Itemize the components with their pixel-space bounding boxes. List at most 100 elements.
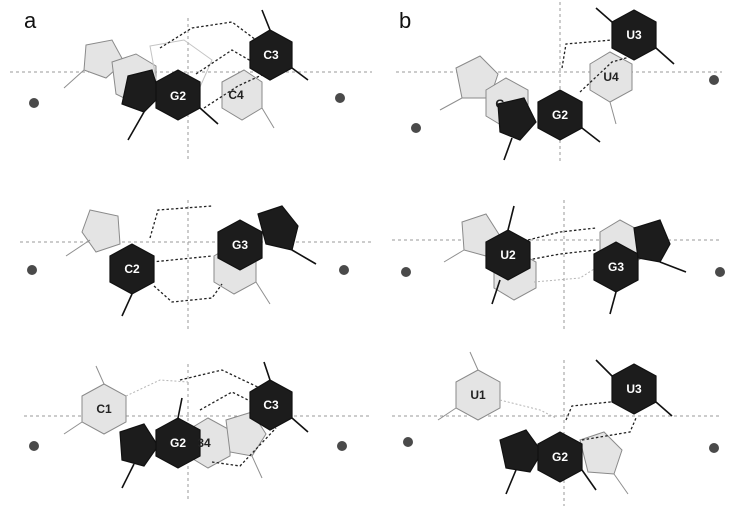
bond-stub <box>655 47 675 65</box>
bond-stub <box>581 469 597 491</box>
bond-stub <box>609 291 617 315</box>
bond-stub <box>291 67 309 81</box>
bond-stub <box>595 7 613 23</box>
base-label-c3: C3 <box>263 48 279 62</box>
sugar-ring-dark <box>121 69 161 113</box>
base-label-g2: G2 <box>170 436 186 450</box>
bond-stub <box>255 281 271 305</box>
base-label-c2: C2 <box>124 262 140 276</box>
base-label-c3: C3 <box>263 398 279 412</box>
hydrogen-bond <box>195 49 257 75</box>
ion-left <box>411 123 421 133</box>
bond-stub <box>63 69 85 89</box>
bond-stub <box>127 111 145 141</box>
base-ring-u4 <box>589 51 633 103</box>
bond-stub <box>263 361 271 381</box>
ion-left <box>403 437 413 447</box>
ion-left <box>401 267 411 277</box>
base-label-g2: G2 <box>552 108 568 122</box>
bond-stub <box>655 401 673 417</box>
panel-a-row1: C4 G2 C3 <box>10 9 372 160</box>
base-label-c1: C1 <box>96 402 112 416</box>
ion-right <box>337 441 347 451</box>
bond-stub <box>443 249 465 263</box>
bond-stub <box>121 293 133 317</box>
base-label-u4: U4 <box>603 70 619 84</box>
bond-stub <box>659 261 687 273</box>
base-label-u2: U2 <box>500 248 516 262</box>
base-ring-c2 <box>109 243 155 295</box>
base-label-g3: G3 <box>232 238 248 252</box>
bond-stub <box>95 365 105 385</box>
bond-stub <box>291 249 317 265</box>
base-label-c4: C4 <box>228 88 244 102</box>
hydrogen-bond <box>561 39 613 69</box>
bond-stub <box>437 407 457 421</box>
bond-stub <box>609 101 617 125</box>
hydrogen-bond <box>211 427 277 467</box>
base-label-g2: G2 <box>552 450 568 464</box>
sugar-ring-dark <box>257 205 299 251</box>
hydrogen-bond <box>151 255 213 263</box>
ion-right <box>339 265 349 275</box>
hydrogen-bond <box>149 205 213 239</box>
base-label-u3: U3 <box>626 28 642 42</box>
bond-stub <box>65 239 91 257</box>
bond-stub <box>261 107 275 129</box>
hydrogen-bond <box>153 283 223 303</box>
ion-right <box>715 267 725 277</box>
bond-stub <box>581 127 601 143</box>
panel-a-label: a <box>24 8 37 33</box>
bond-stub <box>63 421 83 435</box>
hydrogen-bond <box>499 399 557 419</box>
hydrogen-bond <box>159 21 265 49</box>
panel-a-row2: C2 G3 <box>20 200 372 330</box>
base-label-g4-partial: 34 <box>197 436 211 450</box>
base-label-u1: U1 <box>470 388 486 402</box>
bond-stub <box>469 351 479 371</box>
bond-stub <box>261 9 271 31</box>
bond-stub <box>505 469 517 495</box>
hydrogen-bond <box>527 249 597 261</box>
hydrogen-bond <box>581 417 637 441</box>
panel-b-row1: G U4 G2 U3 <box>396 2 722 164</box>
bond-stub <box>595 359 613 377</box>
bond-stub <box>507 205 515 231</box>
panel-b-row3: U1 G2 U3 <box>392 351 722 506</box>
base-label-g3: G3 <box>608 260 624 274</box>
sugar-ring-dark <box>499 429 543 473</box>
ion-left <box>29 441 39 451</box>
hydrogen-bond <box>527 227 597 241</box>
base-ring-g3 <box>593 241 639 293</box>
sugar-ring-dark <box>497 97 537 141</box>
hydrogen-bond <box>125 379 189 397</box>
bond-stub <box>439 97 463 111</box>
panel-a-row3: C1 G2 34 C3 <box>24 361 372 502</box>
base-ring-g3 <box>217 219 263 271</box>
bond-stub <box>251 455 263 479</box>
hydrogen-bond <box>533 263 603 283</box>
ion-left <box>27 265 37 275</box>
bond-stub <box>177 397 183 419</box>
bond-stub <box>491 279 501 305</box>
sugar-ring-light <box>81 209 121 253</box>
sugar-ring-light <box>579 431 623 475</box>
ion-right <box>709 443 719 453</box>
base-label-u3: U3 <box>626 382 642 396</box>
bond-stub <box>503 137 513 161</box>
bond-stub <box>121 463 135 489</box>
sugar-ring-dark <box>633 219 671 263</box>
base-label-g2: G2 <box>170 89 186 103</box>
panel-b-label: b <box>399 8 411 33</box>
hydrogen-bond <box>179 369 265 391</box>
hydrogen-bond <box>565 391 629 421</box>
panel-b-row2: U2 G3 <box>392 200 725 330</box>
hydrogen-bond <box>199 391 253 411</box>
ion-right <box>335 93 345 103</box>
bond-stub <box>291 417 309 433</box>
ion-left <box>29 98 39 108</box>
sugar-ring-dark <box>119 423 159 467</box>
ion-right <box>709 75 719 85</box>
bond-stub <box>199 107 219 125</box>
